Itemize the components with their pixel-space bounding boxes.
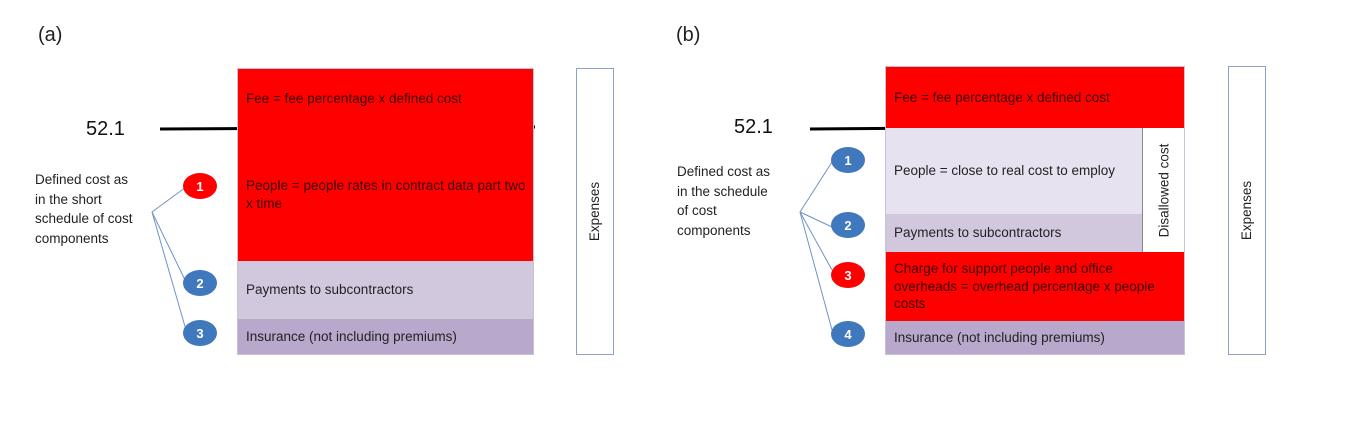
panel-a-note-line-2: in the short [35,191,102,207]
panel-b-row-insurance: Insurance (not including premiums) [886,321,1184,354]
panel-a-expenses-box: Expenses [576,68,614,355]
panel-b-note-line-3: of cost [677,203,717,219]
panel-b-marker-3: 3 [831,262,865,288]
panel-b-row-subcontractors: Payments to subcontractors [886,214,1142,252]
panel-b-note-line-4: components [677,222,751,238]
panel-a-expenses-label: Expenses [587,181,603,242]
panel-a-note: Defined cost as in the short schedule of… [35,170,133,248]
panel-b-note: Defined cost as in the schedule of cost … [677,162,770,240]
panel-b-marker-4: 4 [831,321,865,347]
panel-a-note-line-1: Defined cost as [35,172,129,187]
panel-b-expenses-box: Expenses [1228,66,1266,355]
panel-b-people-group: People = close to real cost to employ Pa… [886,128,1184,252]
panel-b-clause-ref: 52.1 [734,116,773,138]
panel-a-row-fee: Fee = fee percentage x defined cost [238,69,533,129]
panel-b-expenses-label: Expenses [1239,180,1255,241]
panel-b-cost-stack: Fee = fee percentage x defined cost Peop… [885,66,1185,355]
panel-a-marker-2: 2 [183,270,217,296]
panel-b-disallowed-box: Disallowed cost [1142,128,1184,252]
panel-a-marker-3: 3 [183,320,217,346]
panel-a-note-line-4: components [35,230,109,246]
panel-b-label: (b) [676,24,701,46]
panel-a-label: (a) [38,24,63,46]
panel-b-note-line-2: in the schedule [677,183,768,199]
panel-b-note-line-1: Defined cost as [677,164,771,179]
panel-b-row-overheads: Charge for support people and office ove… [886,252,1184,321]
panel-a-row-people: People = people rates in contract data p… [238,129,533,261]
panel-a-row-subcontractors: Payments to subcontractors [238,261,533,319]
panel-b-marker-1: 1 [831,147,865,173]
panel-b-marker-2: 2 [831,212,865,238]
panel-a-note-line-3: schedule of cost [35,211,133,227]
panel-b-disallowed-label: Disallowed cost [1156,143,1172,237]
panel-b-row-fee: Fee = fee percentage x defined cost [886,67,1184,128]
panel-a-marker-1: 1 [183,173,217,199]
panel-b-row-people: People = close to real cost to employ [886,128,1142,214]
panel-a-cost-stack: Fee = fee percentage x defined cost Peop… [237,68,534,355]
panel-a-clause-ref: 52.1 [86,118,125,140]
panel-a-row-insurance: Insurance (not including premiums) [238,319,533,354]
